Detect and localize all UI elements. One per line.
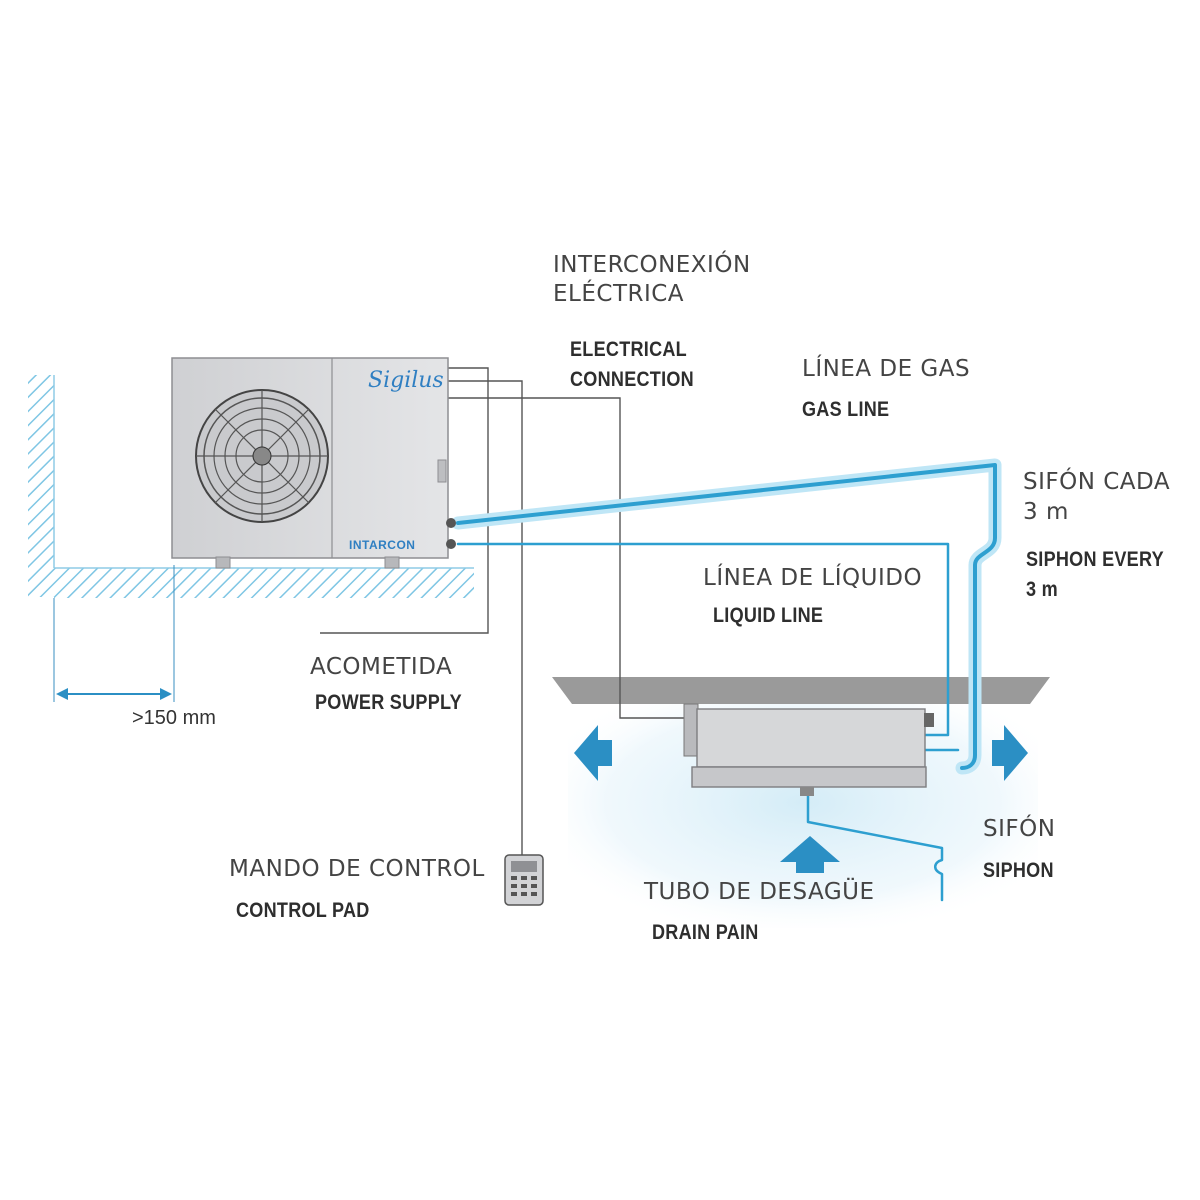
outdoor-unit: Sigilus INTARCON: [171, 357, 456, 569]
clearance-dimension: [53, 565, 175, 702]
drain-label-es: TUBO DE DESAGÜE: [644, 879, 875, 905]
power-supply-label-en: POWER SUPPLY: [315, 691, 462, 714]
drain-line: [806, 794, 944, 902]
siphon-every-label-en-2: 3 m: [1026, 578, 1058, 601]
service-valves: [446, 518, 456, 549]
control-pad-label-en: CONTROL PAD: [236, 899, 370, 922]
power-supply-wire: [320, 367, 489, 634]
svg-text:INTARCON: INTARCON: [349, 538, 415, 552]
electrical-wires: [320, 367, 690, 855]
siphon-label-es: SIFÓN: [983, 816, 1056, 842]
electrical-label-es-2: ELÉCTRICA: [553, 281, 685, 307]
ceiling: [552, 677, 1050, 704]
power-supply-label-es: ACOMETIDA: [310, 654, 453, 680]
control-pad-wire: [447, 380, 523, 855]
airflow-arrows: [574, 725, 1028, 873]
clearance-label: >150 mm: [132, 707, 216, 729]
airflow-left-arrow: [574, 725, 612, 781]
gas-line-label-en: GAS LINE: [802, 398, 890, 421]
brand-model-logo: Sigilus: [368, 368, 444, 393]
siphon-every-label-es-2: 3 m: [1023, 499, 1069, 525]
airflow-up-arrow: [780, 836, 840, 873]
gas-line-label-es: LÍNEA DE GAS: [802, 356, 971, 382]
control-pad-label-es: MANDO DE CONTROL: [229, 856, 485, 882]
airflow-right-arrow: [992, 725, 1028, 781]
gas-line: [456, 463, 997, 770]
siphon-every-label-es-1: SIFÓN CADA: [1023, 469, 1171, 495]
control-pad-icon: [504, 854, 544, 906]
electrical-label-en-1: ELECTRICAL: [570, 338, 687, 361]
fan-icon: [195, 389, 329, 523]
siphon-every-label-en-1: SIPHON EVERY: [1026, 548, 1164, 571]
floor: [54, 568, 474, 598]
electrical-label-en-2: CONNECTION: [570, 368, 694, 391]
liquid-line-label-es: LÍNEA DE LÍQUIDO: [703, 565, 923, 591]
wall-floor: [28, 375, 474, 598]
drain-label-en: DRAIN PAIN: [652, 921, 759, 944]
indoor-unit: [683, 703, 934, 796]
electrical-label-es-1: INTERCONEXIÓN: [553, 252, 751, 278]
liquid-line-label-en: LIQUID LINE: [713, 604, 824, 627]
siphon-label-en: SIPHON: [983, 859, 1054, 882]
liquid-line: [456, 542, 950, 737]
refrigerant-pipes: [451, 458, 1002, 902]
wall: [28, 375, 54, 597]
manufacturer-logo: INTARCON: [349, 538, 415, 552]
electrical-interconnection-wire: [447, 397, 690, 719]
